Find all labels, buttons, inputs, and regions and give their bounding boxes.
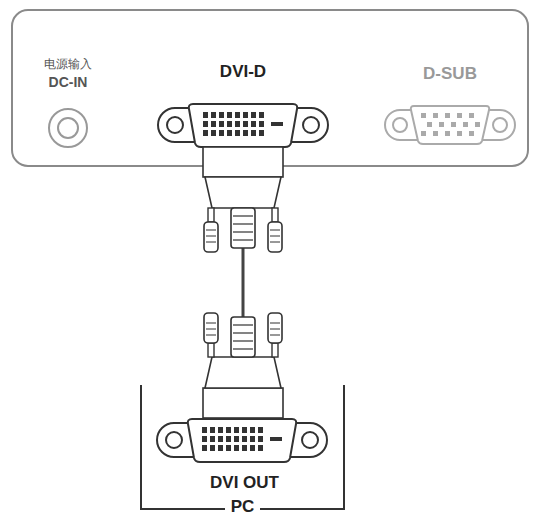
- port-name: DC-IN: [49, 74, 88, 90]
- dvi-port: [158, 104, 328, 147]
- port-name: D-SUB: [423, 64, 477, 84]
- port-label: DVI OUT: [210, 473, 279, 493]
- port-group: DVI-D: [158, 58, 328, 152]
- monitor-panel: [12, 10, 528, 166]
- port-label: DVI-D: [220, 62, 266, 82]
- port-name: 电源输入: [44, 56, 92, 73]
- vga-port: [385, 106, 515, 144]
- port-label: PC: [225, 497, 261, 517]
- dc-jack: [49, 109, 87, 147]
- dvi-port: [157, 419, 327, 462]
- pc-bracket: PCDVI OUT: [140, 385, 345, 510]
- port-group: DVI OUT: [157, 413, 332, 495]
